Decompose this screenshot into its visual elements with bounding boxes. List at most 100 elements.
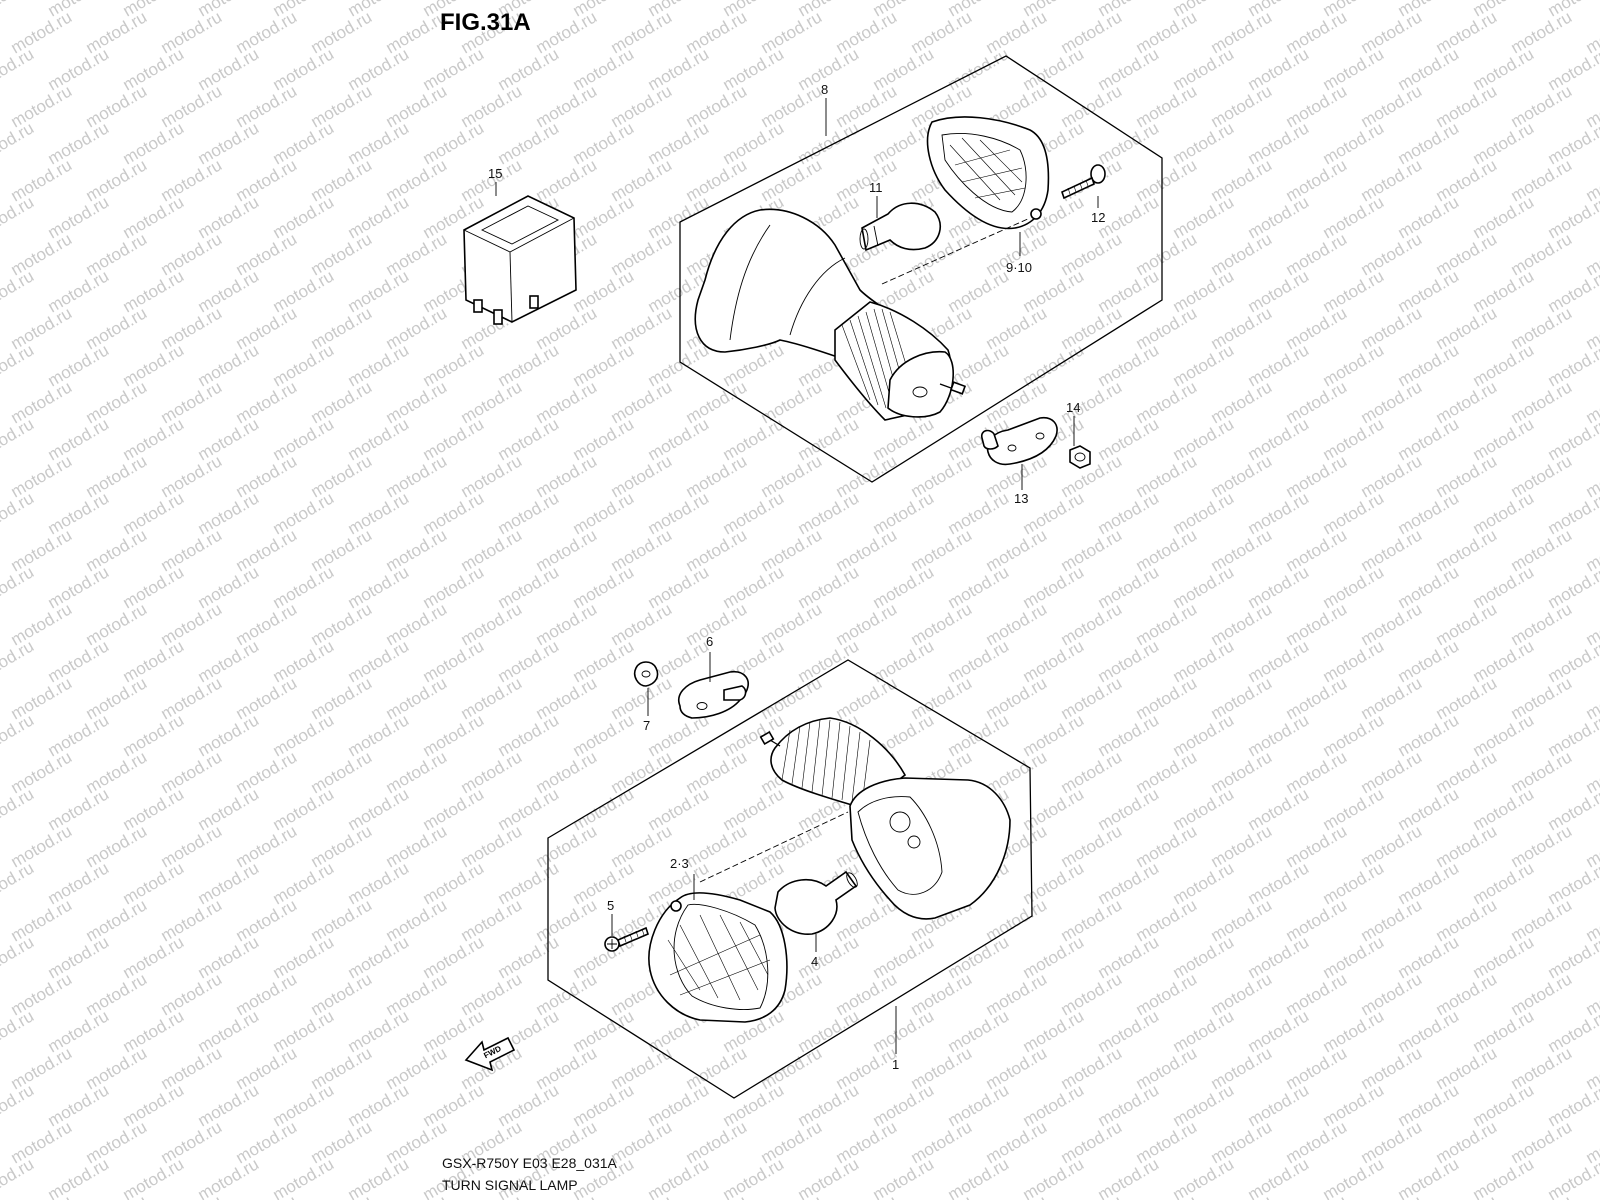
watermark-text: motod.ru	[1545, 266, 1600, 316]
watermark-text: motod.ru	[0, 414, 37, 464]
watermark-text: motod.ru	[1545, 932, 1600, 982]
watermark-text: motod.ru	[0, 192, 37, 242]
callout-1: 1	[892, 1057, 899, 1072]
nut-14	[1069, 445, 1091, 469]
callout-labels: 8 11 12 9·10 15 14 13 6 7 2·3 5 4 1	[488, 82, 1105, 1072]
watermark-text: motod.ru	[1545, 340, 1600, 390]
watermark-text: motod.ru	[1095, 1154, 1163, 1200]
watermark-text: motod.ru	[758, 1191, 826, 1200]
watermark-text: motod.ru	[1320, 1154, 1388, 1200]
watermark-text: motod.ru	[1208, 1191, 1276, 1200]
callout-8: 8	[821, 82, 828, 97]
turn-signal-housing-front	[759, 717, 1011, 920]
watermark-text: motod.ru	[1058, 1191, 1126, 1200]
watermark-text: motod.ru	[0, 1154, 37, 1200]
watermark-text: motod.ru	[0, 340, 37, 390]
watermark-text: motod.ru	[0, 266, 37, 316]
watermark-text: motod.ru	[0, 636, 37, 686]
watermark-text: motod.ru	[945, 1154, 1013, 1200]
watermark-text: motod.ru	[1433, 1191, 1501, 1200]
watermark-text: motod.ru	[1545, 1006, 1600, 1056]
watermark-text: motod.ru	[1245, 1154, 1313, 1200]
watermark-text: motod.ru	[0, 562, 37, 612]
lens-2-3	[648, 892, 788, 1023]
bulb-4	[774, 870, 858, 935]
footer-section-name: TURN SIGNAL LAMP	[442, 1177, 578, 1193]
watermark-text: motod.ru	[720, 1154, 788, 1200]
watermark-text: motod.ru	[1545, 1080, 1600, 1130]
watermark-text: motod.ru	[45, 1154, 113, 1200]
watermark-text: motod.ru	[1283, 1191, 1351, 1200]
screw-5	[604, 926, 649, 952]
watermark-text: motod.ru	[0, 44, 37, 94]
watermark-text: motod.ru	[1395, 1154, 1463, 1200]
callout-15: 15	[488, 166, 502, 181]
fwd-direction-arrow: FWD	[464, 1036, 516, 1072]
watermark-text: motod.ru	[0, 0, 37, 20]
watermark-text: motod.ru	[1358, 1191, 1426, 1200]
watermark-text: motod.ru	[1545, 710, 1600, 760]
watermark-text: motod.ru	[0, 118, 37, 168]
watermark-text: motod.ru	[683, 1191, 751, 1200]
watermark-text: motod.ru	[908, 1191, 976, 1200]
watermark-text: motod.ru	[1470, 1154, 1538, 1200]
upper-assembly-group	[679, 55, 1163, 483]
turn-signal-housing-rear	[694, 208, 967, 421]
callout-5: 5	[607, 898, 614, 913]
watermark-text: motod.ru	[8, 1191, 76, 1200]
callout-11: 11	[869, 180, 883, 195]
watermark-text: motod.ru	[0, 1006, 37, 1056]
callout-12: 12	[1091, 210, 1105, 225]
watermark-text: motod.ru	[0, 710, 37, 760]
watermark-text: motod.ru	[1583, 1191, 1600, 1200]
watermark-text: motod.ru	[1545, 636, 1600, 686]
leader-lines	[495, 98, 1099, 1054]
watermark-text: motod.ru	[1545, 562, 1600, 612]
callout-6: 6	[706, 634, 713, 649]
callout-4: 4	[811, 954, 818, 969]
watermark-text: motod.ru	[608, 1191, 676, 1200]
watermark-text: motod.ru	[1545, 858, 1600, 908]
callout-9-10: 9·10	[1006, 260, 1032, 275]
watermark-text: motod.ru	[645, 1154, 713, 1200]
callout-7: 7	[643, 718, 650, 733]
watermark-text: motod.ru	[1545, 488, 1600, 538]
watermark-text: motod.ru	[1545, 414, 1600, 464]
watermark-text: motod.ru	[158, 1191, 226, 1200]
watermark-text: motod.ru	[83, 1191, 151, 1200]
gasket-6	[678, 670, 749, 719]
watermark-text: motod.ru	[1545, 118, 1600, 168]
watermark-text: motod.ru	[308, 1191, 376, 1200]
watermark-text: motod.ru	[1508, 1191, 1576, 1200]
callout-2-3: 2·3	[670, 856, 689, 871]
watermark-text: motod.ru	[1020, 1154, 1088, 1200]
watermark-text: motod.ru	[1133, 1191, 1201, 1200]
relay-15	[463, 195, 577, 325]
callout-14: 14	[1066, 400, 1080, 415]
watermark-text: motod.ru	[0, 488, 37, 538]
watermark-text: motod.ru	[383, 1191, 451, 1200]
watermark-text: motod.ru	[345, 1154, 413, 1200]
watermark-text: motod.ru	[270, 1154, 338, 1200]
watermark-text: motod.ru	[983, 1191, 1051, 1200]
watermark-text: motod.ru	[120, 1154, 188, 1200]
watermark-text: motod.ru	[1545, 44, 1600, 94]
watermark-text: motod.ru	[233, 1191, 301, 1200]
lower-assembly-frame	[547, 659, 1033, 1099]
lower-assembly-group	[547, 659, 1033, 1099]
watermark-text: motod.ru	[1170, 1154, 1238, 1200]
footer-model-code: GSX-R750Y E03 E28_031A	[442, 1155, 618, 1171]
watermark-text: motod.ru	[0, 932, 37, 982]
watermark-text: motod.ru	[870, 1154, 938, 1200]
figure-title: FIG.31A	[440, 9, 531, 36]
watermark-text: motod.ru	[195, 1154, 263, 1200]
watermark-text: motod.ru	[1545, 1154, 1600, 1200]
nut-7	[633, 661, 659, 687]
gasket-13	[980, 416, 1058, 466]
watermark-text: motod.ru	[795, 1154, 863, 1200]
watermark-text: motod.ru	[0, 784, 37, 834]
watermark-text: motod.ru	[0, 858, 37, 908]
screw-12	[1061, 164, 1106, 200]
